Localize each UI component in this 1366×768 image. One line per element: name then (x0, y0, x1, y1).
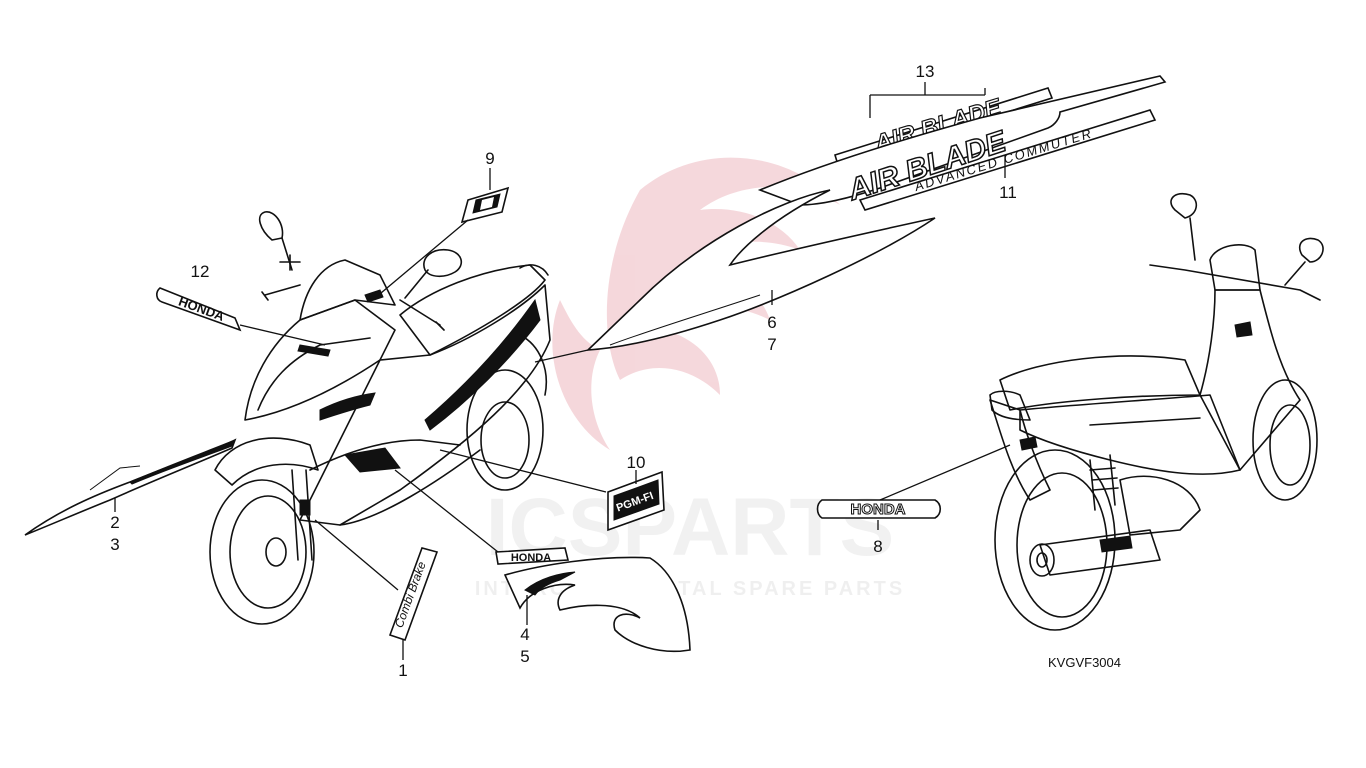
decal-honda-emblem-rear: HONDA (816, 499, 942, 519)
callout-10: 10 (627, 453, 646, 472)
callout-13: 13 (916, 62, 935, 81)
decal-pgm-fi: PGM-FI (607, 470, 665, 532)
scooter-front-view (209, 211, 551, 625)
callout-4: 4 (520, 625, 529, 644)
decal-flame-cover (503, 556, 691, 653)
watermark: ICSPARTS INTERCONTINENTAL SPARE PARTS (475, 157, 902, 600)
decal-side-stripe (24, 438, 237, 536)
callout-labels: 1 2 3 4 5 6 7 8 9 10 11 12 13 (110, 62, 1017, 680)
callout-1: 1 (398, 661, 407, 680)
front-side-stripe (424, 298, 541, 431)
scooter-rear-view (989, 192, 1324, 631)
decal-combi-brake: Combi Brake (388, 547, 439, 642)
decal-honda-small: HONDA (495, 547, 570, 565)
callout-9: 9 (485, 149, 494, 168)
callout-3: 3 (110, 535, 119, 554)
honda-small-text: HONDA (511, 552, 551, 564)
honda-emblem-12-text: HONDA (177, 294, 227, 325)
diagram-code: KVGVF3004 (1048, 655, 1121, 670)
callout-8: 8 (873, 537, 882, 556)
callout-11: 11 (999, 183, 1017, 202)
decal-body-stripe (585, 189, 936, 351)
callout-7: 7 (767, 335, 776, 354)
callout-12: 12 (191, 262, 210, 281)
callout-5: 5 (520, 647, 529, 666)
decal-fi-badge (460, 186, 510, 224)
callout-6: 6 (767, 313, 776, 332)
leader-lines (114, 82, 1011, 660)
honda-emblem-8-text: HONDA (851, 501, 906, 518)
decal-honda-emblem-front: HONDA (156, 287, 242, 332)
decal-air-blade-large: AIR BLADE (757, 75, 1167, 208)
callout-2: 2 (110, 513, 119, 532)
